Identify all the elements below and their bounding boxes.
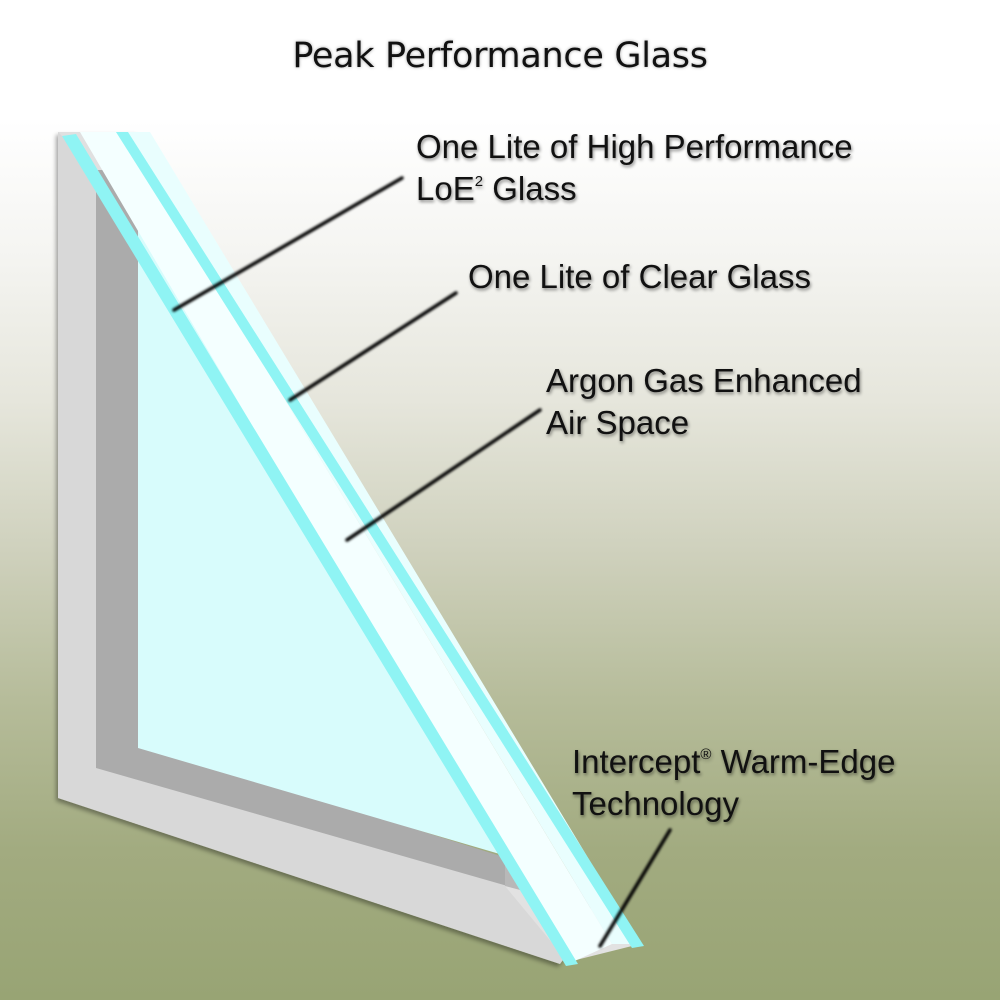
callout-argon-line1: Argon Gas Enhanced bbox=[546, 362, 862, 399]
callout-intercept-line2: Technology bbox=[572, 785, 739, 822]
loe-text: LoE bbox=[416, 170, 475, 207]
superscript-2: 2 bbox=[474, 173, 484, 190]
intercept-text: Intercept bbox=[572, 743, 701, 780]
clear-glass-edge bbox=[62, 134, 578, 966]
glass-text: Glass bbox=[483, 170, 577, 207]
loe-glass-edge bbox=[116, 132, 644, 948]
argon-air-space bbox=[80, 132, 612, 964]
registered-mark: ® bbox=[700, 746, 712, 763]
callout-clear-line1: One Lite of Clear Glass bbox=[468, 258, 811, 295]
leader-line-intercept bbox=[598, 828, 672, 948]
callout-clear-glass: One Lite of Clear Glass bbox=[468, 256, 811, 298]
callout-loe-glass: One Lite of High Performance LoE2 Glass bbox=[416, 126, 853, 210]
leader-line-argon bbox=[345, 408, 542, 542]
callout-intercept-line1: Intercept® Warm-Edge bbox=[572, 741, 895, 783]
callout-intercept-edge: Intercept® Warm-Edge Technology bbox=[572, 741, 895, 825]
leader-line-clear bbox=[288, 291, 458, 402]
callout-loe-line2: LoE2 Glass bbox=[416, 168, 853, 210]
callout-argon-gas: Argon Gas Enhanced Air Space bbox=[546, 360, 862, 444]
leader-line-loe bbox=[172, 176, 404, 312]
warm-edge-text: Warm-Edge bbox=[711, 743, 896, 780]
callout-argon-line2: Air Space bbox=[546, 404, 690, 441]
callout-loe-line1: One Lite of High Performance bbox=[416, 128, 853, 165]
diagram-title: Peak Performance Glass bbox=[292, 36, 708, 76]
leader-lines bbox=[172, 176, 672, 948]
